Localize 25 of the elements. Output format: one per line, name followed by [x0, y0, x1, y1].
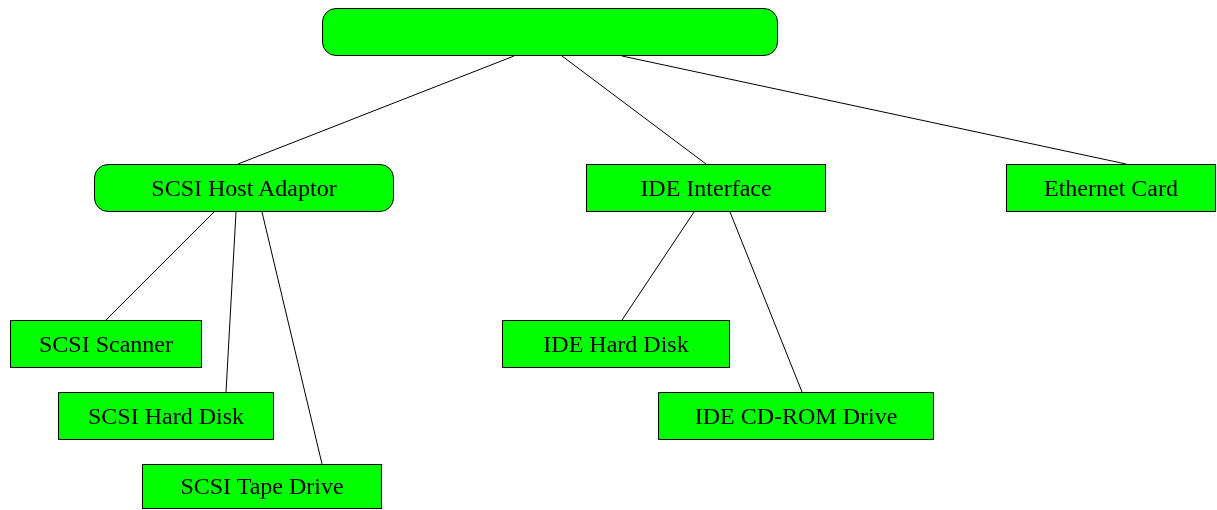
process-box [94, 164, 394, 212]
node-label: SCSI Host Adaptor [151, 174, 337, 202]
node-label: SCSI Hard Disk [88, 402, 244, 430]
node-label: IDE Hard Disk [543, 330, 689, 358]
connector-line [237, 55, 515, 165]
connector-line [729, 211, 803, 393]
node-label: IDE Interface [640, 174, 772, 202]
process-box [1006, 164, 1216, 212]
process-box [142, 464, 382, 509]
node-label: SCSI Scanner [39, 330, 173, 358]
node-label: IDE CD-ROM Drive [694, 402, 898, 430]
process-box [58, 392, 274, 440]
process-box [10, 320, 202, 368]
empty-box [322, 8, 778, 56]
connector-line [621, 211, 695, 321]
node-label: Ethernet Card [1044, 174, 1178, 202]
connector-line [621, 55, 1127, 165]
process-box [502, 320, 730, 368]
node-label: SCSI Tape Drive [180, 473, 344, 500]
process-box [658, 392, 934, 440]
connector-line [105, 211, 215, 321]
connector-line [261, 211, 323, 465]
connector-line [225, 211, 237, 393]
process-box [586, 164, 826, 212]
connector-line [561, 55, 707, 165]
